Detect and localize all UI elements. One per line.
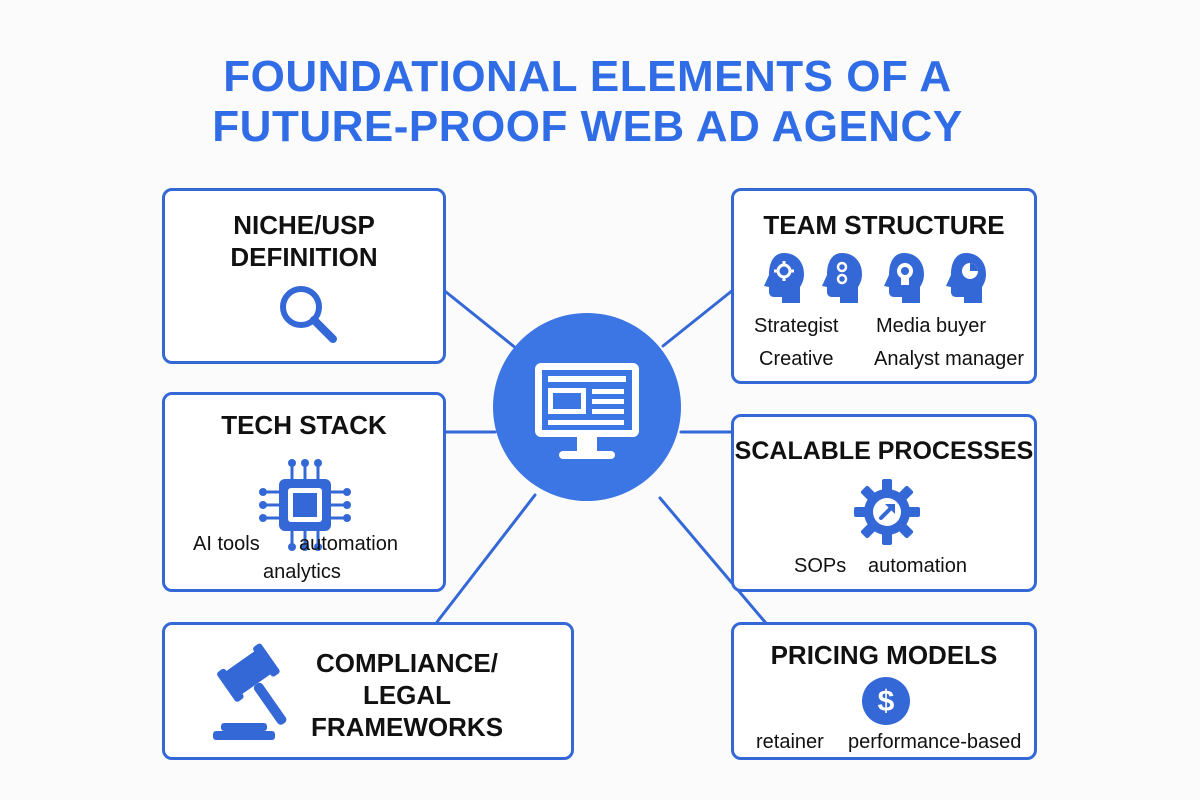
monitor-icon xyxy=(535,363,639,459)
pricing-title: PRICING MODELS xyxy=(770,640,998,670)
gear-arrow-icon xyxy=(854,479,920,545)
connector-team xyxy=(661,288,735,348)
tech-item-ai-tools: AI tools xyxy=(193,533,260,555)
tech-item-automation: automation xyxy=(299,533,398,555)
chart-head-icon xyxy=(946,253,986,303)
team-role-strategist: Strategist xyxy=(754,315,839,337)
niche-title: NICHE/USP DEFINITION xyxy=(165,209,443,273)
compliance-title-line-1: COMPLIANCE/ xyxy=(316,648,498,678)
lightbulb-head-icon xyxy=(884,253,924,303)
box-team-structure: TEAM STRUCTURE Strategist Media buyer Cr… xyxy=(731,188,1037,384)
connector-compliance xyxy=(435,493,537,624)
processes-title: SCALABLE PROCESSES xyxy=(734,437,1034,465)
dots-head-icon xyxy=(822,253,862,303)
team-role-creative: Creative xyxy=(759,348,834,370)
compliance-title: COMPLIANCE/ LEGAL FRAMEWORKS xyxy=(257,647,557,743)
niche-title-line-2: DEFINITION xyxy=(230,242,378,272)
box-compliance-legal: COMPLIANCE/ LEGAL FRAMEWORKS xyxy=(162,622,574,760)
box-pricing-models: PRICING MODELS $ retainer performance-ba… xyxy=(731,622,1037,760)
connector-pricing xyxy=(658,496,767,624)
pricing-item-performance-based: performance-based xyxy=(848,731,1022,753)
magnifier-icon xyxy=(280,286,337,343)
team-role-media-buyer: Media buyer xyxy=(876,315,987,337)
processes-item-sops: SOPs xyxy=(794,555,847,577)
box-tech-stack: TECH STACK AI tools automation analytics xyxy=(162,392,446,592)
hub-circle xyxy=(493,313,681,501)
page-title: FOUNDATIONAL ELEMENTS OF A FUTURE-PROOF … xyxy=(0,52,1175,152)
team-title: TEAM STRUCTURE xyxy=(763,210,1005,240)
tech-item-analytics: analytics xyxy=(263,561,341,583)
tech-title: TECH STACK xyxy=(221,410,387,440)
title-line-2: FUTURE-PROOF WEB AD AGENCY xyxy=(212,102,963,151)
gavel-icon xyxy=(213,643,287,740)
niche-title-line-1: NICHE/USP xyxy=(233,210,375,240)
pricing-item-retainer: retainer xyxy=(756,731,824,753)
connector-niche xyxy=(444,290,524,355)
compliance-title-line-2: LEGAL xyxy=(362,680,452,710)
box-scalable-processes: SCALABLE PROCESSES SOPs automation xyxy=(731,414,1037,592)
title-line-1: FOUNDATIONAL ELEMENTS OF A xyxy=(223,52,952,101)
dollar-icon: $ xyxy=(862,677,910,725)
gear-head-icon xyxy=(764,253,804,303)
chip-icon xyxy=(259,459,351,551)
svg-text:$: $ xyxy=(878,685,895,718)
compliance-title-line-3: FRAMEWORKS xyxy=(310,712,504,742)
team-role-analyst-manager: Analyst manager xyxy=(874,348,1025,370)
processes-item-automation: automation xyxy=(868,555,967,577)
box-niche-usp: NICHE/USP DEFINITION xyxy=(162,188,446,364)
